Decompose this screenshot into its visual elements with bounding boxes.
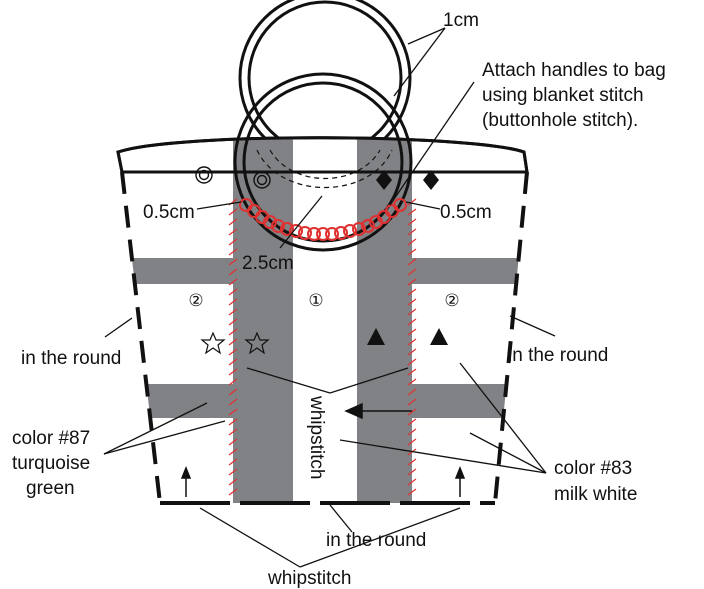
color-83-line-1: color #83 — [554, 458, 632, 479]
handle-width-label: 1cm — [443, 10, 479, 31]
whipstitch-marks — [228, 198, 417, 496]
color-87-line-1: color #87 — [12, 428, 90, 449]
band-upper-right — [412, 258, 527, 284]
diamond-icon — [376, 170, 439, 190]
arrow-up-icon — [180, 465, 466, 497]
whipstitch-center-label: whipstitch — [306, 395, 327, 479]
whipstitch-bottom-label: whipstitch — [267, 568, 351, 589]
in-the-round-right-label: in the round — [508, 345, 608, 366]
right-side-seam — [493, 171, 529, 504]
color-83-line-2: milk white — [554, 484, 637, 505]
in-the-round-left-label: in the round — [21, 348, 121, 369]
stitch-line-left — [228, 198, 238, 496]
strap-hidden-outline — [256, 149, 393, 188]
bag-body — [120, 171, 529, 505]
arrow-left-icon — [344, 402, 412, 420]
attach-note-line-1: Attach handles to bag — [482, 60, 666, 81]
star-outline-icon — [200, 331, 270, 355]
panel-number-left: ② — [188, 291, 203, 310]
blanket-stitch — [239, 198, 407, 241]
attach-note-line-2: using blanket stitch — [482, 85, 644, 106]
handle-span-label: 2.5cm — [242, 253, 294, 274]
color-87-line-3: green — [26, 478, 75, 499]
double-circle-icon — [195, 166, 271, 189]
panel-number-right: ② — [444, 291, 459, 310]
leader-lines — [103, 27, 556, 568]
color-87-line-2: turquoise — [12, 453, 90, 474]
triangle-icon — [367, 328, 448, 345]
in-the-round-bottom-label: in the round — [326, 530, 426, 551]
band-lower-right — [412, 384, 527, 418]
panel-number-center: ① — [308, 291, 323, 310]
band-lower-left — [122, 384, 233, 418]
margin-left-label: 0.5cm — [143, 202, 195, 223]
stitch-line-right — [407, 198, 417, 496]
attach-note-line-3: (buttonhole stitch). — [482, 110, 638, 131]
margin-right-label: 0.5cm — [440, 202, 492, 223]
left-side-seam — [120, 171, 162, 504]
band-upper-left — [122, 258, 233, 284]
